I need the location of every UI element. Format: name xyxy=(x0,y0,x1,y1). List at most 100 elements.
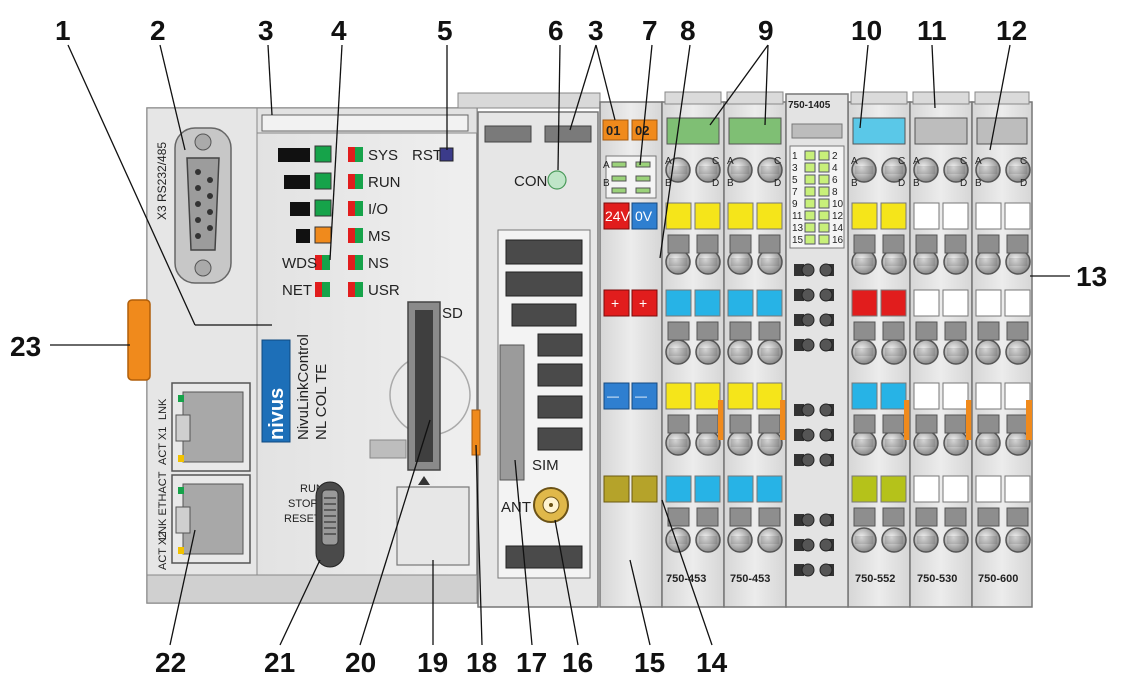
terminal-number: 5 xyxy=(792,175,798,186)
callout-7: 7 xyxy=(642,15,658,46)
letter-B: B xyxy=(913,178,920,189)
terminal-number: 15 xyxy=(792,235,804,246)
terminal-number: 1 xyxy=(792,151,798,162)
letter-C: C xyxy=(898,156,905,167)
eth-shared-label: LNK ETHACT xyxy=(157,471,169,540)
brand-logo: nivus xyxy=(261,339,291,443)
product-name: NivuLinkControl xyxy=(295,334,312,440)
con-label: CON xyxy=(514,173,547,190)
callout-16: 16 xyxy=(562,647,593,677)
mode-switch[interactable] xyxy=(315,481,345,568)
io-module-label: 750-1405 xyxy=(788,100,831,111)
callout-15: 15 xyxy=(634,647,665,677)
callout-12: 12 xyxy=(996,15,1027,46)
terminal-number: 6 xyxy=(832,175,838,186)
letter-A: A xyxy=(727,156,734,167)
terminal-number: 14 xyxy=(832,223,844,234)
switch-stop-label: STOP xyxy=(288,498,318,510)
terminal-number: 4 xyxy=(832,163,838,174)
product-variant: NL COL TE xyxy=(313,364,330,440)
supply-plus-1: + xyxy=(611,295,619,311)
rst-label: RST xyxy=(412,147,442,164)
supply-tag-01: 01 xyxy=(606,123,620,138)
callout-numbers: 1 2 3 4 5 6 3 7 8 9 10 11 12 13 23 22 21… xyxy=(10,15,1107,677)
letter-D: D xyxy=(712,178,719,189)
release-latch[interactable] xyxy=(127,299,151,381)
sd-eject-arrow-icon xyxy=(418,476,430,485)
eth-x1-act-label: ACT X1 xyxy=(157,427,169,465)
callout-1: 1 xyxy=(55,15,71,46)
sim-label: SIM xyxy=(532,457,559,474)
led-run-label: RUN xyxy=(368,174,401,191)
supply-0v-label: 0V xyxy=(635,208,653,224)
supply-plus-2: + xyxy=(639,295,647,311)
serial-port-x3[interactable] xyxy=(174,127,232,284)
led-sys-label: SYS xyxy=(368,147,398,164)
letter-C: C xyxy=(712,156,719,167)
letter-C: C xyxy=(1020,156,1027,167)
terminal-number: 11 xyxy=(792,211,803,222)
callout-13: 13 xyxy=(1076,261,1107,292)
terminal-number: 12 xyxy=(832,211,844,222)
io-module-750-600: 750-600 AB CD xyxy=(971,91,1033,608)
callout-17: 17 xyxy=(516,647,547,677)
terminal-number: 16 xyxy=(832,235,844,246)
letter-B: B xyxy=(665,178,672,189)
letter-B: B xyxy=(727,178,734,189)
letter-A: A xyxy=(851,156,858,167)
letter-B: B xyxy=(851,178,858,189)
callout-9: 9 xyxy=(758,15,774,46)
callout-4: 4 xyxy=(331,15,347,46)
callout-3a: 3 xyxy=(258,15,274,46)
letter-A: A xyxy=(975,156,982,167)
terminal-number: 8 xyxy=(832,187,838,198)
callout-11: 11 xyxy=(917,15,947,46)
letter-D: D xyxy=(774,178,781,189)
io-module-label: 750-552 xyxy=(855,573,895,585)
terminal-number: 2 xyxy=(832,151,838,162)
io-module-label: 750-600 xyxy=(978,573,1018,585)
terminal-number: 13 xyxy=(792,223,804,234)
callout-23: 23 xyxy=(10,331,41,362)
supply-minus-2: — xyxy=(635,389,647,403)
terminal-number: 3 xyxy=(792,163,798,174)
terminal-number: 9 xyxy=(792,199,798,210)
led-usr-label: USR xyxy=(368,282,400,299)
supply-letter-a: A xyxy=(603,160,610,171)
ethernet-port-x1[interactable] xyxy=(171,382,251,472)
letter-C: C xyxy=(774,156,781,167)
con-led xyxy=(547,170,567,190)
callout-3b: 3 xyxy=(588,15,604,46)
led-io-label: I/O xyxy=(368,201,388,218)
memory-card-cover[interactable] xyxy=(396,486,470,566)
terminal-number: 10 xyxy=(832,199,844,210)
supply-tag-02: 02 xyxy=(635,123,649,138)
led-net-label: NET xyxy=(282,282,312,299)
letter-B: B xyxy=(975,178,982,189)
supply-letter-b: B xyxy=(603,178,610,189)
eth-x1-lnk-label: LNK xyxy=(157,398,169,420)
callout-22: 22 xyxy=(155,647,186,677)
io-modules: 750-453ABCD750-453ABCD750-552ABCD750-530… xyxy=(661,91,1033,608)
letter-D: D xyxy=(1020,178,1027,189)
callout-18: 18 xyxy=(466,647,497,677)
antenna-connector[interactable] xyxy=(533,487,569,523)
letter-D: D xyxy=(960,178,967,189)
callout-10: 10 xyxy=(851,15,882,46)
callout-19: 19 xyxy=(417,647,448,677)
callout-20: 20 xyxy=(345,647,376,677)
marker-strip xyxy=(261,114,469,132)
communication-module xyxy=(457,92,601,608)
ethernet-port-x2[interactable] xyxy=(171,474,251,564)
status-leds xyxy=(278,145,363,297)
callout-6: 6 xyxy=(548,15,564,46)
ant-label: ANT xyxy=(501,499,531,516)
supply-24v-label: 24V xyxy=(605,208,631,224)
svg-text:nivus: nivus xyxy=(266,388,288,440)
callout-21: 21 xyxy=(264,647,295,677)
